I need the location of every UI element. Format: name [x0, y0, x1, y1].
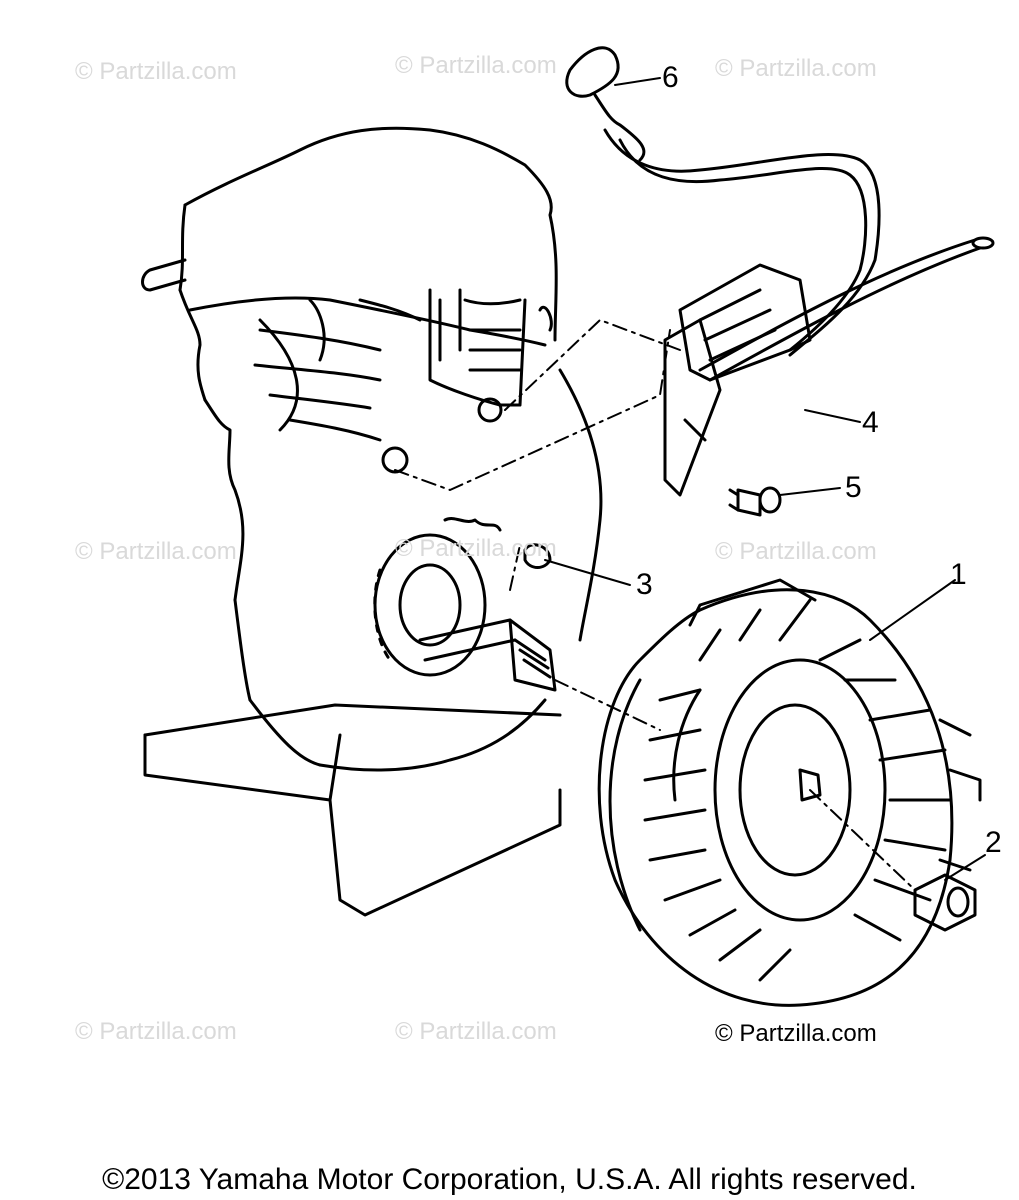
- callout-4: 4: [862, 406, 879, 439]
- callout-1: 1: [950, 558, 967, 591]
- watermark: © Partzilla.com: [75, 58, 237, 85]
- copyright-footer: ©2013 Yamaha Motor Corporation, U.S.A. A…: [102, 1163, 917, 1196]
- leader-lines: [544, 77, 986, 881]
- crankshaft-drawing: [373, 517, 557, 692]
- watermark: © Partzilla.com: [395, 535, 557, 562]
- nut-drawing: [913, 873, 977, 932]
- flywheel-drawing: [597, 578, 982, 1007]
- ignition-coil-drawing: [565, 46, 995, 497]
- watermark: © Partzilla.com: [715, 55, 877, 82]
- callout-3: 3: [636, 568, 653, 601]
- assembly-lines: [394, 319, 916, 891]
- watermark: © Partzilla.com: [395, 1018, 557, 1045]
- watermark: © Partzilla.com: [715, 538, 877, 565]
- bolt-drawing: [728, 486, 782, 517]
- watermark: © Partzilla.com: [75, 538, 237, 565]
- callout-5: 5: [845, 471, 862, 504]
- watermark: © Partzilla.com: [75, 1018, 237, 1045]
- callout-2: 2: [985, 826, 1002, 859]
- engine-block-drawing: [141, 126, 603, 917]
- callout-6: 6: [662, 61, 679, 94]
- watermark: © Partzilla.com: [395, 52, 557, 79]
- partzilla-stamp: © Partzilla.com: [715, 1020, 877, 1047]
